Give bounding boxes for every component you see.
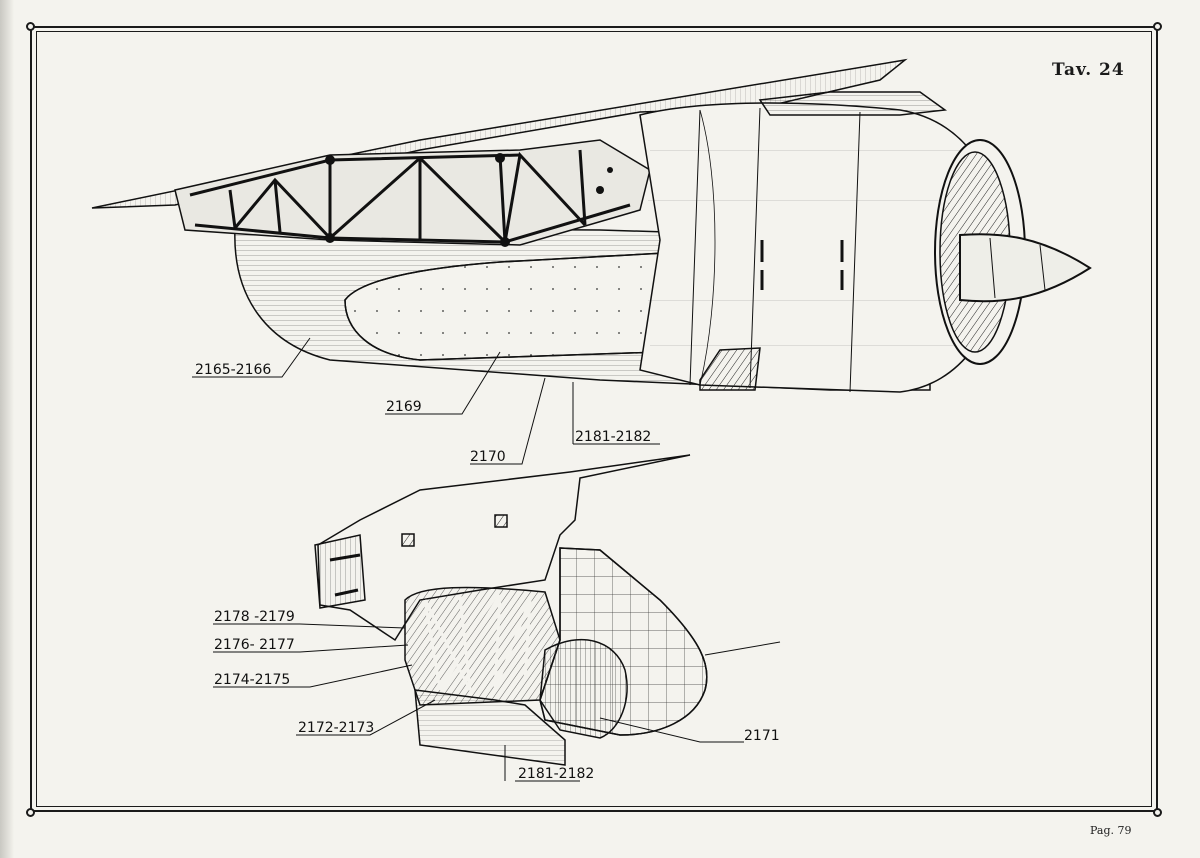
frame-corner-ornament [26,22,35,31]
callout-labels: 2165-2166 2169 2170 2181-2182 2178 -2179… [195,362,780,782]
page-number: Pag. 79 [1090,824,1132,837]
air-intake-scoop [699,347,761,391]
frame-corner-ornament [26,808,35,817]
fairing-side-panel [317,454,691,642]
plate-frame-inner [36,31,1152,807]
callout-label: 2171 [744,728,780,744]
fairing-lower-cover [414,689,566,766]
callout-leaders [192,337,744,782]
binding-gutter [0,0,14,858]
callout-label: 2165-2166 [195,362,271,378]
plate-title: Tav. 24 [1052,60,1125,80]
propeller-spinner [959,233,1092,303]
callout-label: 2181-2182 [575,429,651,445]
callout-label: 2174-2175 [214,672,290,688]
frame-corner-ornament [1153,22,1162,31]
upper-nacelle [91,58,1092,393]
callout-label: 2172-2173 [298,720,374,736]
callout-label: 2176- 2177 [214,637,295,653]
frame-corner-ornament [1153,808,1162,817]
callout-label: 2170 [470,449,506,465]
callout-label: 2181-2182 [518,766,594,782]
callout-label: 2169 [386,399,422,415]
callout-label: 2178 -2179 [214,609,295,625]
fairing-inner-cone [539,638,628,739]
plate-frame-outer [30,26,1158,812]
lower-fairing-cutaway [314,454,781,766]
